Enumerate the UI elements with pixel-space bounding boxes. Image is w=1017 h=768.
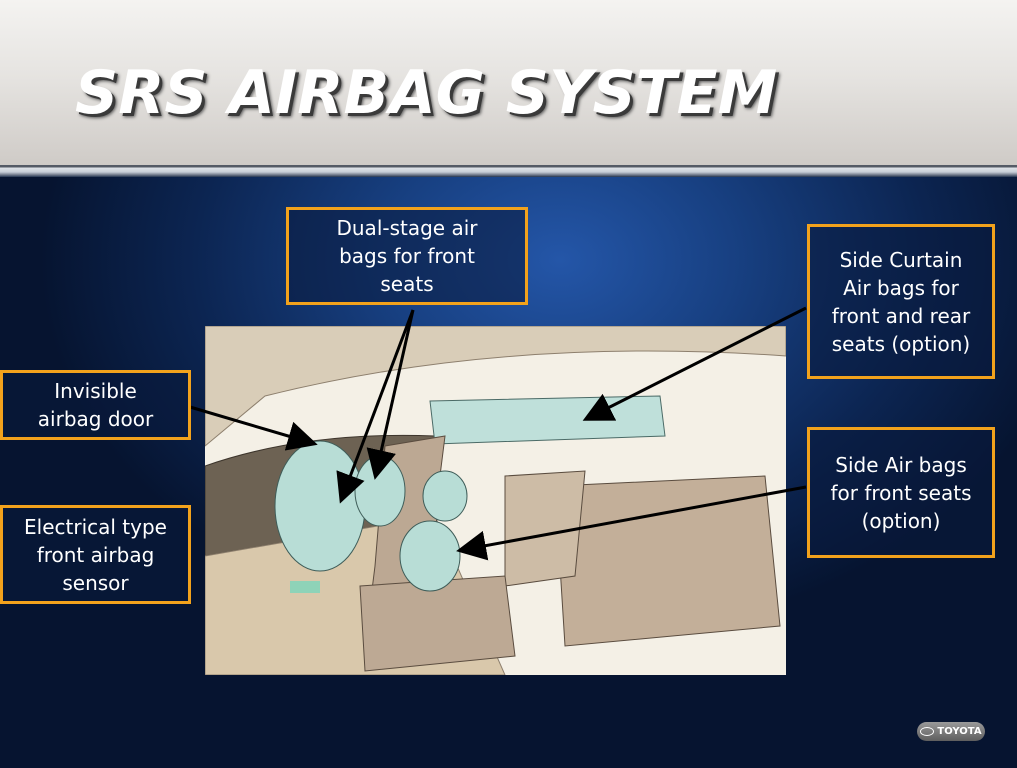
slide-title: SRS AIRBAG SYSTEM — [75, 58, 778, 128]
callout-front-airbag-sensor: Electrical type front airbag sensor — [0, 505, 191, 604]
callout-side-curtain-airbags: Side Curtain Air bags for front and rear… — [807, 224, 995, 379]
logo-text: TOYOTA — [937, 726, 982, 737]
callout-invisible-airbag-door: Invisible airbag door — [0, 370, 191, 440]
toyota-emblem-icon — [920, 727, 935, 736]
car-interior-illustration — [204, 325, 787, 676]
banner-divider — [0, 165, 1017, 177]
callout-side-airbags: Side Air bags for front seats (option) — [807, 427, 995, 558]
toyota-logo: TOYOTA — [917, 722, 985, 741]
callout-dual-stage-airbags: Dual-stage air bags for front seats — [286, 207, 528, 305]
title-banner — [0, 0, 1017, 165]
